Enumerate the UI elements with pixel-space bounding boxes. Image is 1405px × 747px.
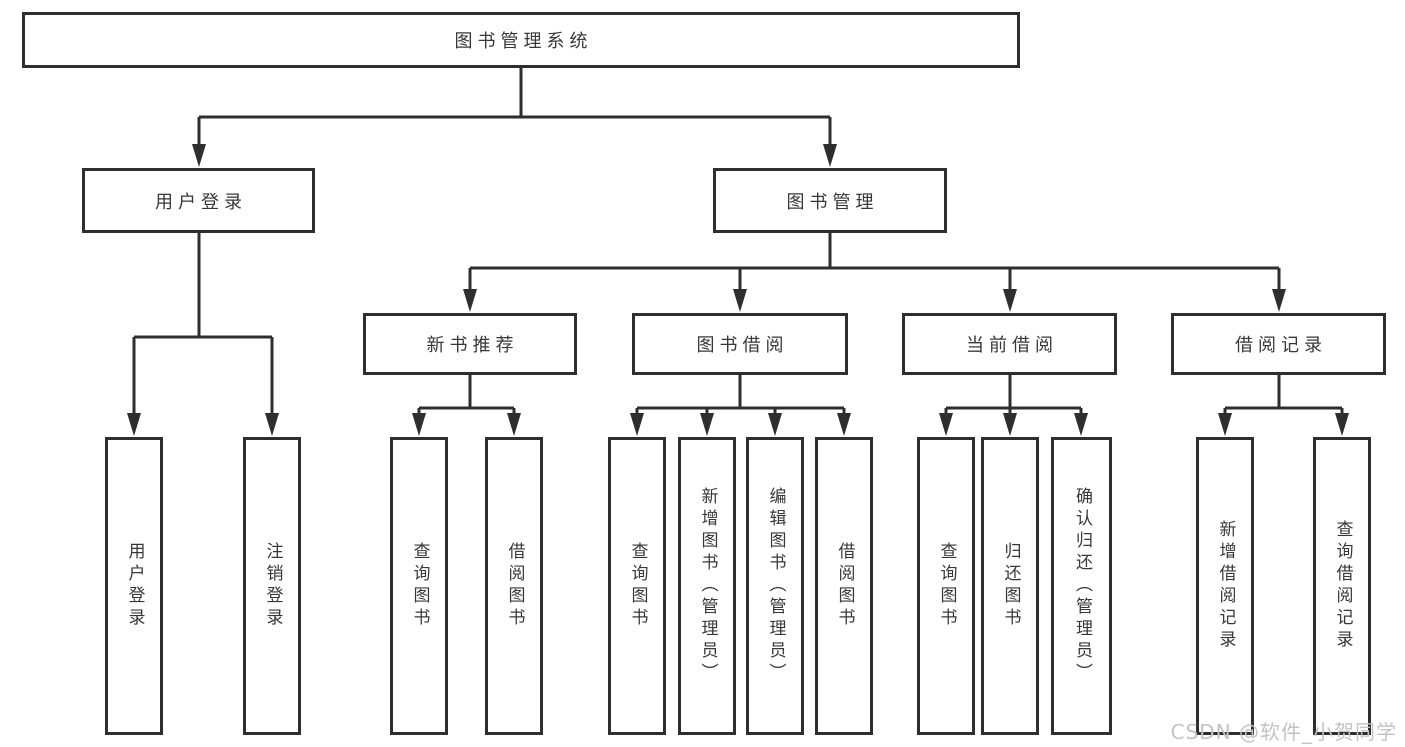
- leaf-query-borrow-record: 查询借阅记录: [1313, 437, 1371, 735]
- arrowhead-icon: [733, 289, 747, 312]
- connector-current-borrow-children: [944, 375, 1083, 418]
- arrowhead-icon: [463, 289, 477, 312]
- arrowhead-icon: [1074, 413, 1088, 436]
- arrowhead-icon: [939, 413, 953, 436]
- arrowhead-icon: [1003, 289, 1017, 312]
- connector-book-mgmt-children: [468, 233, 1281, 294]
- arrowhead-icon: [507, 413, 521, 436]
- connector-book-borrow-children: [635, 375, 846, 418]
- arrowhead-icon: [1003, 413, 1017, 436]
- leaf-borrow-books-recommend: 借阅图书: [485, 437, 543, 735]
- arrowhead-icon: [768, 413, 782, 436]
- leaf-return-books: 归还图书: [981, 437, 1039, 735]
- leaf-logout: 注销登录: [243, 437, 301, 735]
- leaf-add-borrow-record: 新增借阅记录: [1196, 437, 1254, 735]
- connector-user-login-children: [132, 233, 274, 418]
- arrowhead-icon: [700, 413, 714, 436]
- arrowhead-icon: [1218, 413, 1232, 436]
- arrowhead-icon: [1272, 289, 1286, 312]
- leaf-query-books-current: 查询图书: [917, 437, 975, 735]
- leaf-add-book-admin: 新增图书（管理员）: [678, 437, 736, 735]
- leaf-user-login: 用户登录: [105, 437, 163, 735]
- node-book-borrowing: 图书借阅: [632, 313, 848, 375]
- leaf-confirm-return-admin: 确认归还（管理员）: [1051, 437, 1112, 735]
- leaf-query-books-borrow: 查询图书: [608, 437, 666, 735]
- connector-root-to-level2: [197, 68, 832, 150]
- node-book-management: 图书管理: [713, 168, 947, 233]
- connector-borrow-records-children: [1223, 375, 1344, 418]
- arrowhead-icon: [837, 413, 851, 436]
- node-library-management-system: 图书管理系统: [22, 12, 1020, 68]
- arrowhead-icon: [127, 413, 141, 436]
- arrowhead-icon: [412, 413, 426, 436]
- leaf-edit-book-admin: 编辑图书（管理员）: [746, 437, 804, 735]
- connector-new-book-children: [417, 375, 516, 418]
- node-new-book-recommendation: 新书推荐: [363, 313, 577, 375]
- node-borrowing-records: 借阅记录: [1171, 313, 1386, 375]
- arrowhead-icon: [823, 144, 837, 167]
- node-current-borrowing: 当前借阅: [902, 313, 1117, 375]
- leaf-borrow-books-borrow: 借阅图书: [815, 437, 873, 735]
- arrowhead-icon: [630, 413, 644, 436]
- arrowhead-icon: [192, 144, 206, 167]
- csdn-watermark: CSDN @软件_小贺同学: [1170, 720, 1397, 744]
- arrowhead-icon: [1335, 413, 1349, 436]
- arrowhead-icon: [265, 413, 279, 436]
- node-user-login: 用户登录: [82, 168, 315, 233]
- leaf-query-books-recommend: 查询图书: [390, 437, 448, 735]
